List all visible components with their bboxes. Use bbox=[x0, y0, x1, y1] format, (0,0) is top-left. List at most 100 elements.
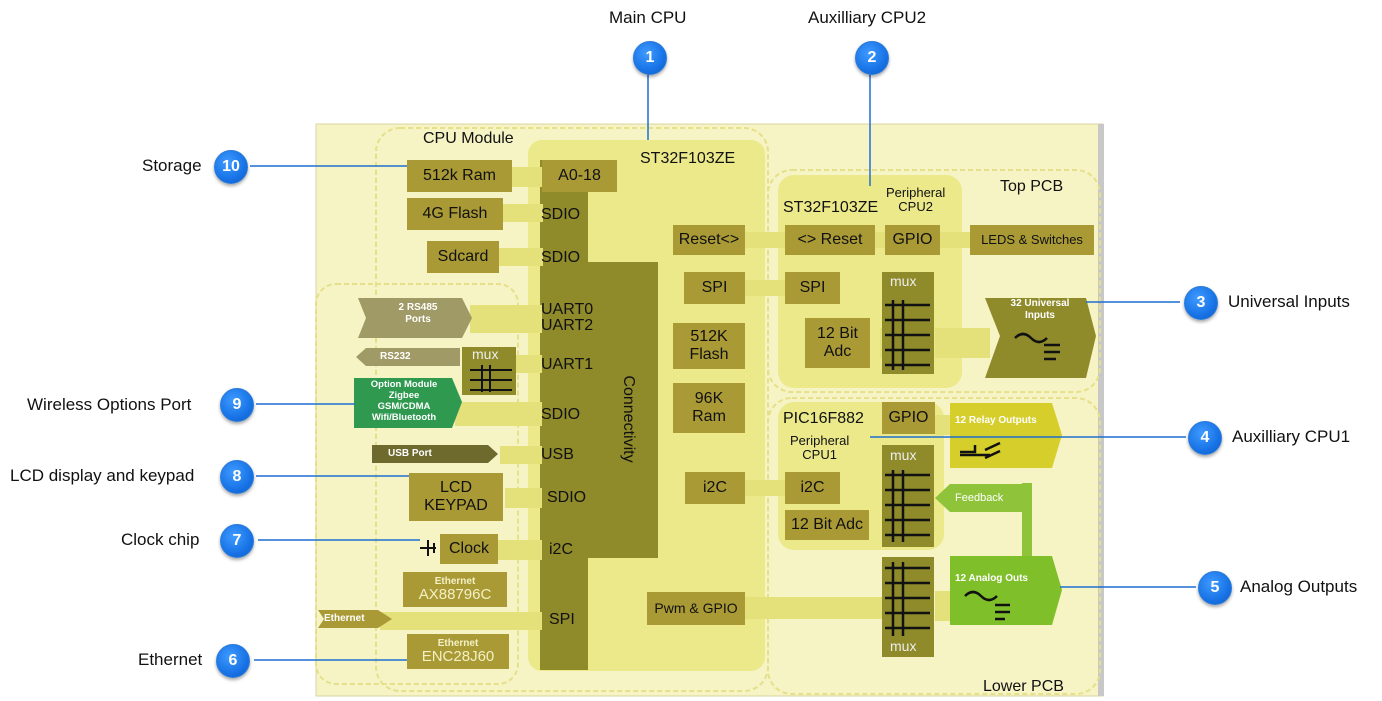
left-ports-outline bbox=[315, 283, 519, 685]
leds-box: LEDS & Switches bbox=[970, 225, 1094, 255]
analog-outs-text: 12 Analog Outs bbox=[955, 573, 1028, 584]
mux-lower-label: mux bbox=[890, 447, 917, 463]
reset-box: Reset<> bbox=[673, 225, 745, 255]
spi-left: SPI bbox=[549, 611, 575, 628]
badge-7[interactable]: 7 bbox=[220, 524, 254, 558]
clock-chip-label: Clock chip bbox=[121, 530, 200, 549]
main-cpu-label: Main CPU bbox=[609, 8, 687, 27]
cpu-module-title: CPU Module bbox=[423, 130, 514, 147]
option-module-arrow bbox=[354, 378, 462, 428]
eth1-chip: AX88796C bbox=[418, 585, 492, 603]
eth2-box: Ethernet ENC28J60 bbox=[407, 634, 509, 669]
mux-top-label: mux bbox=[890, 273, 917, 289]
cpu2-peripheral: Peripheral CPU2 bbox=[886, 185, 946, 215]
eth2-title: Ethernet bbox=[437, 637, 479, 649]
cpu2-gpio-box: GPIO bbox=[885, 225, 940, 255]
badge-3[interactable]: 3 bbox=[1184, 286, 1218, 320]
eth1-title: Ethernet bbox=[434, 575, 476, 587]
badge-8[interactable]: 8 bbox=[220, 460, 254, 494]
rs485-label: 2 RS485 Ports bbox=[398, 302, 438, 325]
badge-6[interactable]: 6 bbox=[216, 644, 250, 678]
top-pcb-outline bbox=[767, 169, 1101, 393]
uart1: UART1 bbox=[541, 356, 594, 373]
top-pcb-label: Top PCB bbox=[1000, 178, 1064, 195]
cpu2-spi-box: SPI bbox=[785, 272, 840, 304]
ethernet-label: Ethernet bbox=[138, 650, 203, 669]
band bbox=[380, 612, 542, 630]
main-cpu-chip: ST32F103ZE bbox=[640, 150, 736, 167]
rs232-arrow bbox=[356, 348, 460, 366]
usb-port-label: USB Port bbox=[388, 448, 432, 459]
band bbox=[745, 232, 785, 248]
badge-4[interactable]: 4 bbox=[1188, 421, 1222, 455]
board-shadow bbox=[1098, 124, 1104, 696]
cpu1-gpio-box: GPIO bbox=[882, 402, 935, 434]
mux-small-label: mux bbox=[472, 346, 499, 362]
badge-2[interactable]: 2 bbox=[855, 41, 889, 75]
storage-label: Storage bbox=[142, 156, 202, 175]
mux-bottom bbox=[882, 557, 934, 657]
i2c-mid-box: i2C bbox=[685, 472, 745, 504]
badge-9[interactable]: 9 bbox=[220, 388, 254, 422]
analog-outputs-label: Analog Outputs bbox=[1240, 577, 1358, 596]
badge-5[interactable]: 5 bbox=[1198, 571, 1232, 605]
flash-box: 4G Flash bbox=[407, 198, 503, 230]
connectivity-block bbox=[588, 262, 658, 558]
lcd-keypad-box[interactable]: LCD KEYPAD bbox=[409, 473, 503, 521]
feedback-label: Feedback bbox=[955, 492, 1004, 504]
band bbox=[470, 305, 542, 333]
sdio4: SDIO bbox=[547, 489, 587, 506]
band bbox=[497, 540, 542, 560]
option-module-label: Option Module Zigbee GSM/CDMA Wifi/Bluet… bbox=[370, 379, 438, 423]
universal-symbol bbox=[1014, 332, 1060, 361]
universal-inputs-label: Universal Inputs bbox=[1228, 292, 1350, 311]
feedback-arrow bbox=[935, 484, 1030, 512]
pwm-box: Pwm & GPIO bbox=[647, 592, 745, 625]
badge-10[interactable]: 10 bbox=[214, 150, 248, 184]
ram-box: 512k Ram bbox=[407, 160, 512, 192]
eth2-chip: ENC28J60 bbox=[421, 647, 495, 665]
mux-top bbox=[882, 272, 934, 374]
band bbox=[500, 446, 542, 464]
aux-cpu2-label: Auxilliary CPU2 bbox=[808, 8, 927, 27]
clock-box: Clock bbox=[440, 534, 498, 564]
universal-inputs-shape bbox=[985, 298, 1096, 378]
relay-symbol bbox=[960, 441, 1001, 460]
sdio3: SDIO bbox=[541, 406, 581, 423]
cpu1-i2c-box: i2C bbox=[785, 472, 840, 504]
band bbox=[875, 232, 885, 248]
band bbox=[935, 328, 990, 358]
rs485-arrow bbox=[358, 298, 472, 338]
lower-pcb-outline bbox=[767, 397, 1101, 695]
sdio2: SDIO bbox=[541, 249, 581, 266]
lcd-label: LCD display and keypad bbox=[10, 466, 195, 485]
cpu1-adc-box: 12 Bit Adc bbox=[785, 510, 869, 540]
band bbox=[745, 480, 785, 496]
band bbox=[745, 597, 885, 619]
cpu2-chip: ST32F103ZE bbox=[783, 199, 879, 216]
mux-bottom-label: mux bbox=[890, 638, 917, 654]
relay-outputs-text: 12 Relay Outputs bbox=[955, 415, 1037, 426]
band bbox=[505, 488, 542, 508]
band bbox=[491, 248, 543, 266]
band bbox=[503, 204, 543, 222]
callout-lines bbox=[250, 66, 1196, 661]
universal-inputs-text: 32 Universal Inputs bbox=[1010, 298, 1070, 321]
a018-box: A0-18 bbox=[542, 160, 617, 192]
badge-1[interactable]: 1 bbox=[633, 41, 667, 75]
eth1-box: Ethernet AX88796C bbox=[403, 572, 507, 607]
eth-port-label: Ethernet bbox=[324, 613, 365, 624]
mux-lower bbox=[882, 445, 934, 547]
band bbox=[515, 355, 542, 373]
band bbox=[745, 280, 785, 296]
ram96-box: 96K Ram bbox=[673, 383, 745, 433]
cpu1-chip: PIC16F882 bbox=[783, 410, 864, 427]
aux-cpu1-label: Auxilliary CPU1 bbox=[1232, 427, 1351, 446]
spi-mid-box: SPI bbox=[684, 272, 745, 304]
rs232-label: RS232 bbox=[380, 351, 411, 362]
flash512-box: 512K Flash bbox=[673, 323, 745, 369]
uart02: UART0 UART2 bbox=[541, 301, 594, 334]
analog-outs-shape bbox=[950, 556, 1062, 625]
clock-symbol bbox=[420, 540, 436, 556]
mux-small bbox=[462, 347, 516, 395]
